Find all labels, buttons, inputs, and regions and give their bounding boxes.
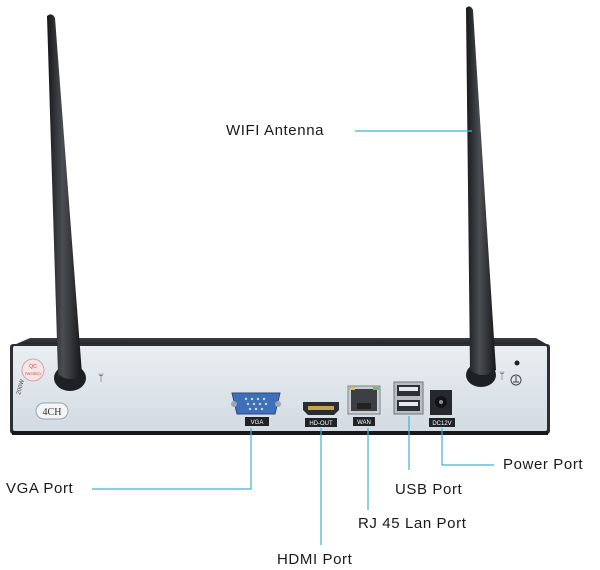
vga-port [231,392,281,415]
usb-ports [393,381,424,415]
dc-panel-label: DC12V [432,421,451,427]
reset-hole [514,360,520,366]
qc-sticker: QC PASSED [21,358,45,382]
power-port-label: Power Port [503,456,584,473]
vga-port-leader [92,428,252,490]
wifi-antenna-label: WIFI Antenna [226,122,325,139]
ground-screw-icon [510,374,522,386]
left-antenna-symbol: ᛘ [98,373,104,384]
power-port-leader [441,428,494,466]
hdmi-panel-label: HD-OUT [309,421,333,427]
left-antenna [47,14,82,380]
right-antenna [466,6,496,376]
vga-port-label: VGA Port [6,480,74,497]
dc-power-jack [430,390,452,415]
hdmi-port [303,402,339,415]
sticker-top-text: QC [29,364,37,370]
channel-badge: 4CH [35,402,69,420]
sticker-side-text: 200W [16,378,26,395]
sticker-bottom-text: PASSED [25,371,41,376]
channel-label: 4CH [43,407,62,418]
usb-port-label: USB Port [395,481,463,498]
vga-panel-label: VGA [251,420,264,426]
rj45-port-label: RJ 45 Lan Port [358,515,467,532]
hdmi-port-label: HDMI Port [277,551,353,568]
right-antenna-symbol: ᛘ [499,371,505,382]
wan-panel-label: WAN [357,420,371,426]
device-bottom-edge [12,431,548,435]
rear-panel [13,346,547,431]
device-top-edge [14,338,548,345]
rj45-port [347,385,381,415]
